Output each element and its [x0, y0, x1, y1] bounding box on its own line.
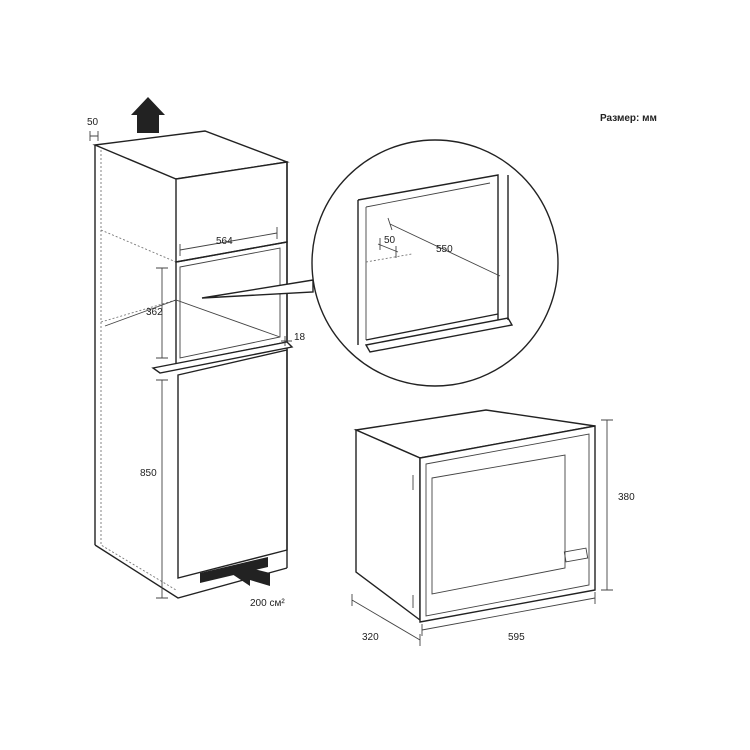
cabinet-door [177, 349, 288, 579]
niche-height-label: 362 [146, 307, 163, 318]
oven: 380 320 595 [351, 409, 635, 646]
oven-front [419, 425, 596, 623]
plinth-vent [200, 557, 268, 583]
cabinet-shelf [151, 341, 294, 374]
side-gap-label: 50 [87, 117, 99, 128]
detail-magnifier: 550 50 [311, 139, 559, 387]
oven-window [431, 454, 566, 595]
oven-depth-label: 320 [362, 632, 379, 643]
control-panel [563, 547, 589, 563]
oven-side [355, 428, 421, 622]
oven-width-label: 595 [508, 632, 525, 643]
shelf-thickness-label: 18 [294, 332, 306, 343]
niche-width-label: 564 [216, 236, 233, 247]
units-label: Размер: мм [600, 113, 657, 124]
airflow-up-arrow [131, 97, 165, 133]
oven-height-label: 380 [618, 492, 635, 503]
inner-depth-label: 550 [436, 244, 453, 255]
detail-callout-pointer [201, 279, 314, 299]
cabinet: 50 564 362 18 850 200 см² [87, 97, 314, 609]
airflow-in-arrow [232, 563, 270, 586]
base-height-label: 850 [140, 468, 157, 479]
vent-area-label: 200 см² [250, 598, 285, 609]
rear-gap-label: 50 [384, 235, 396, 246]
